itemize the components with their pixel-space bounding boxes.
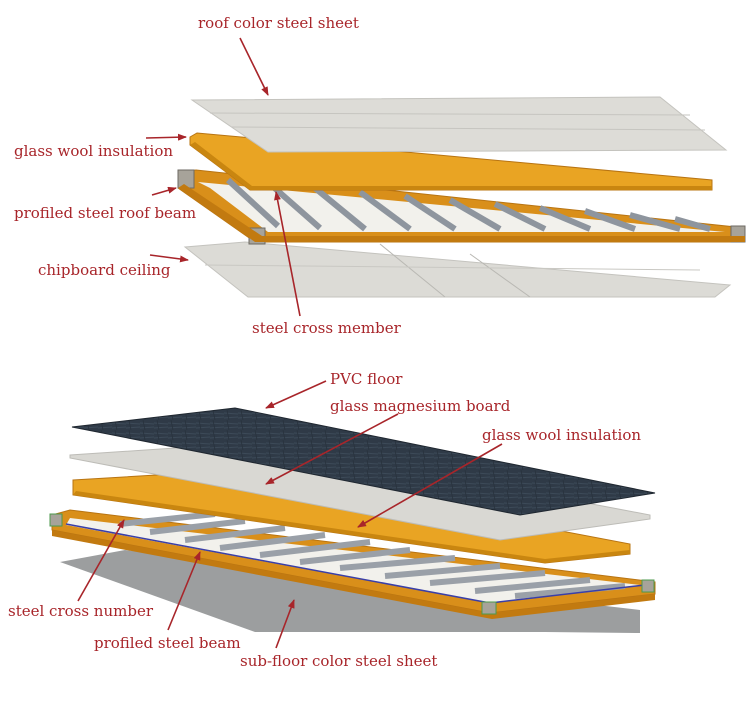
arrow-glass-wool-insulation-bottom [357,443,503,528]
floor-frame [49,509,656,619]
label-profiled-steel-roof-beam: profiled steel roof beam [14,204,197,222]
label-steel-cross-number: steel cross number [8,602,154,620]
label-sub-floor-color-steel-sheet: sub-floor color steel sheet [240,652,438,670]
label-glass-wool-insulation-bottom: glass wool insulation [482,426,642,444]
arrow-pvc-floor [265,380,327,409]
pvc-floor [71,407,656,516]
floor-assembly [49,407,656,633]
roof-color-steel-sheet [190,96,728,153]
arrow-roof-color-steel-sheet [239,37,269,96]
arrow-glass-wool-insulation-top [145,133,187,141]
leader-arrows [77,37,503,649]
arrow-profiled-steel-roof-beam [151,186,177,196]
label-profiled-steel-beam: profiled steel beam [94,634,241,652]
label-pvc-floor: PVC floor [330,370,403,388]
label-roof-color-steel-sheet: roof color steel sheet [198,14,359,32]
arrow-steel-cross-member [274,191,301,317]
label-glass-magnesium-board: glass magnesium board [330,397,511,415]
floor-cross-members [119,511,626,599]
chipboard-ceiling-panel [183,241,732,298]
label-chipboard-ceiling: chipboard ceiling [38,261,171,279]
arrow-glass-magnesium-board [265,413,399,485]
arrow-profiled-steel-beam [167,551,201,631]
roof-assembly [177,96,746,298]
label-steel-cross-member: steel cross member [252,319,401,337]
arrow-chipboard-ceiling [149,254,189,263]
arrow-steel-cross-number [77,519,125,602]
label-glass-wool-insulation-top: glass wool insulation [14,142,174,160]
arrow-sub-floor-color-steel-sheet [275,599,295,649]
